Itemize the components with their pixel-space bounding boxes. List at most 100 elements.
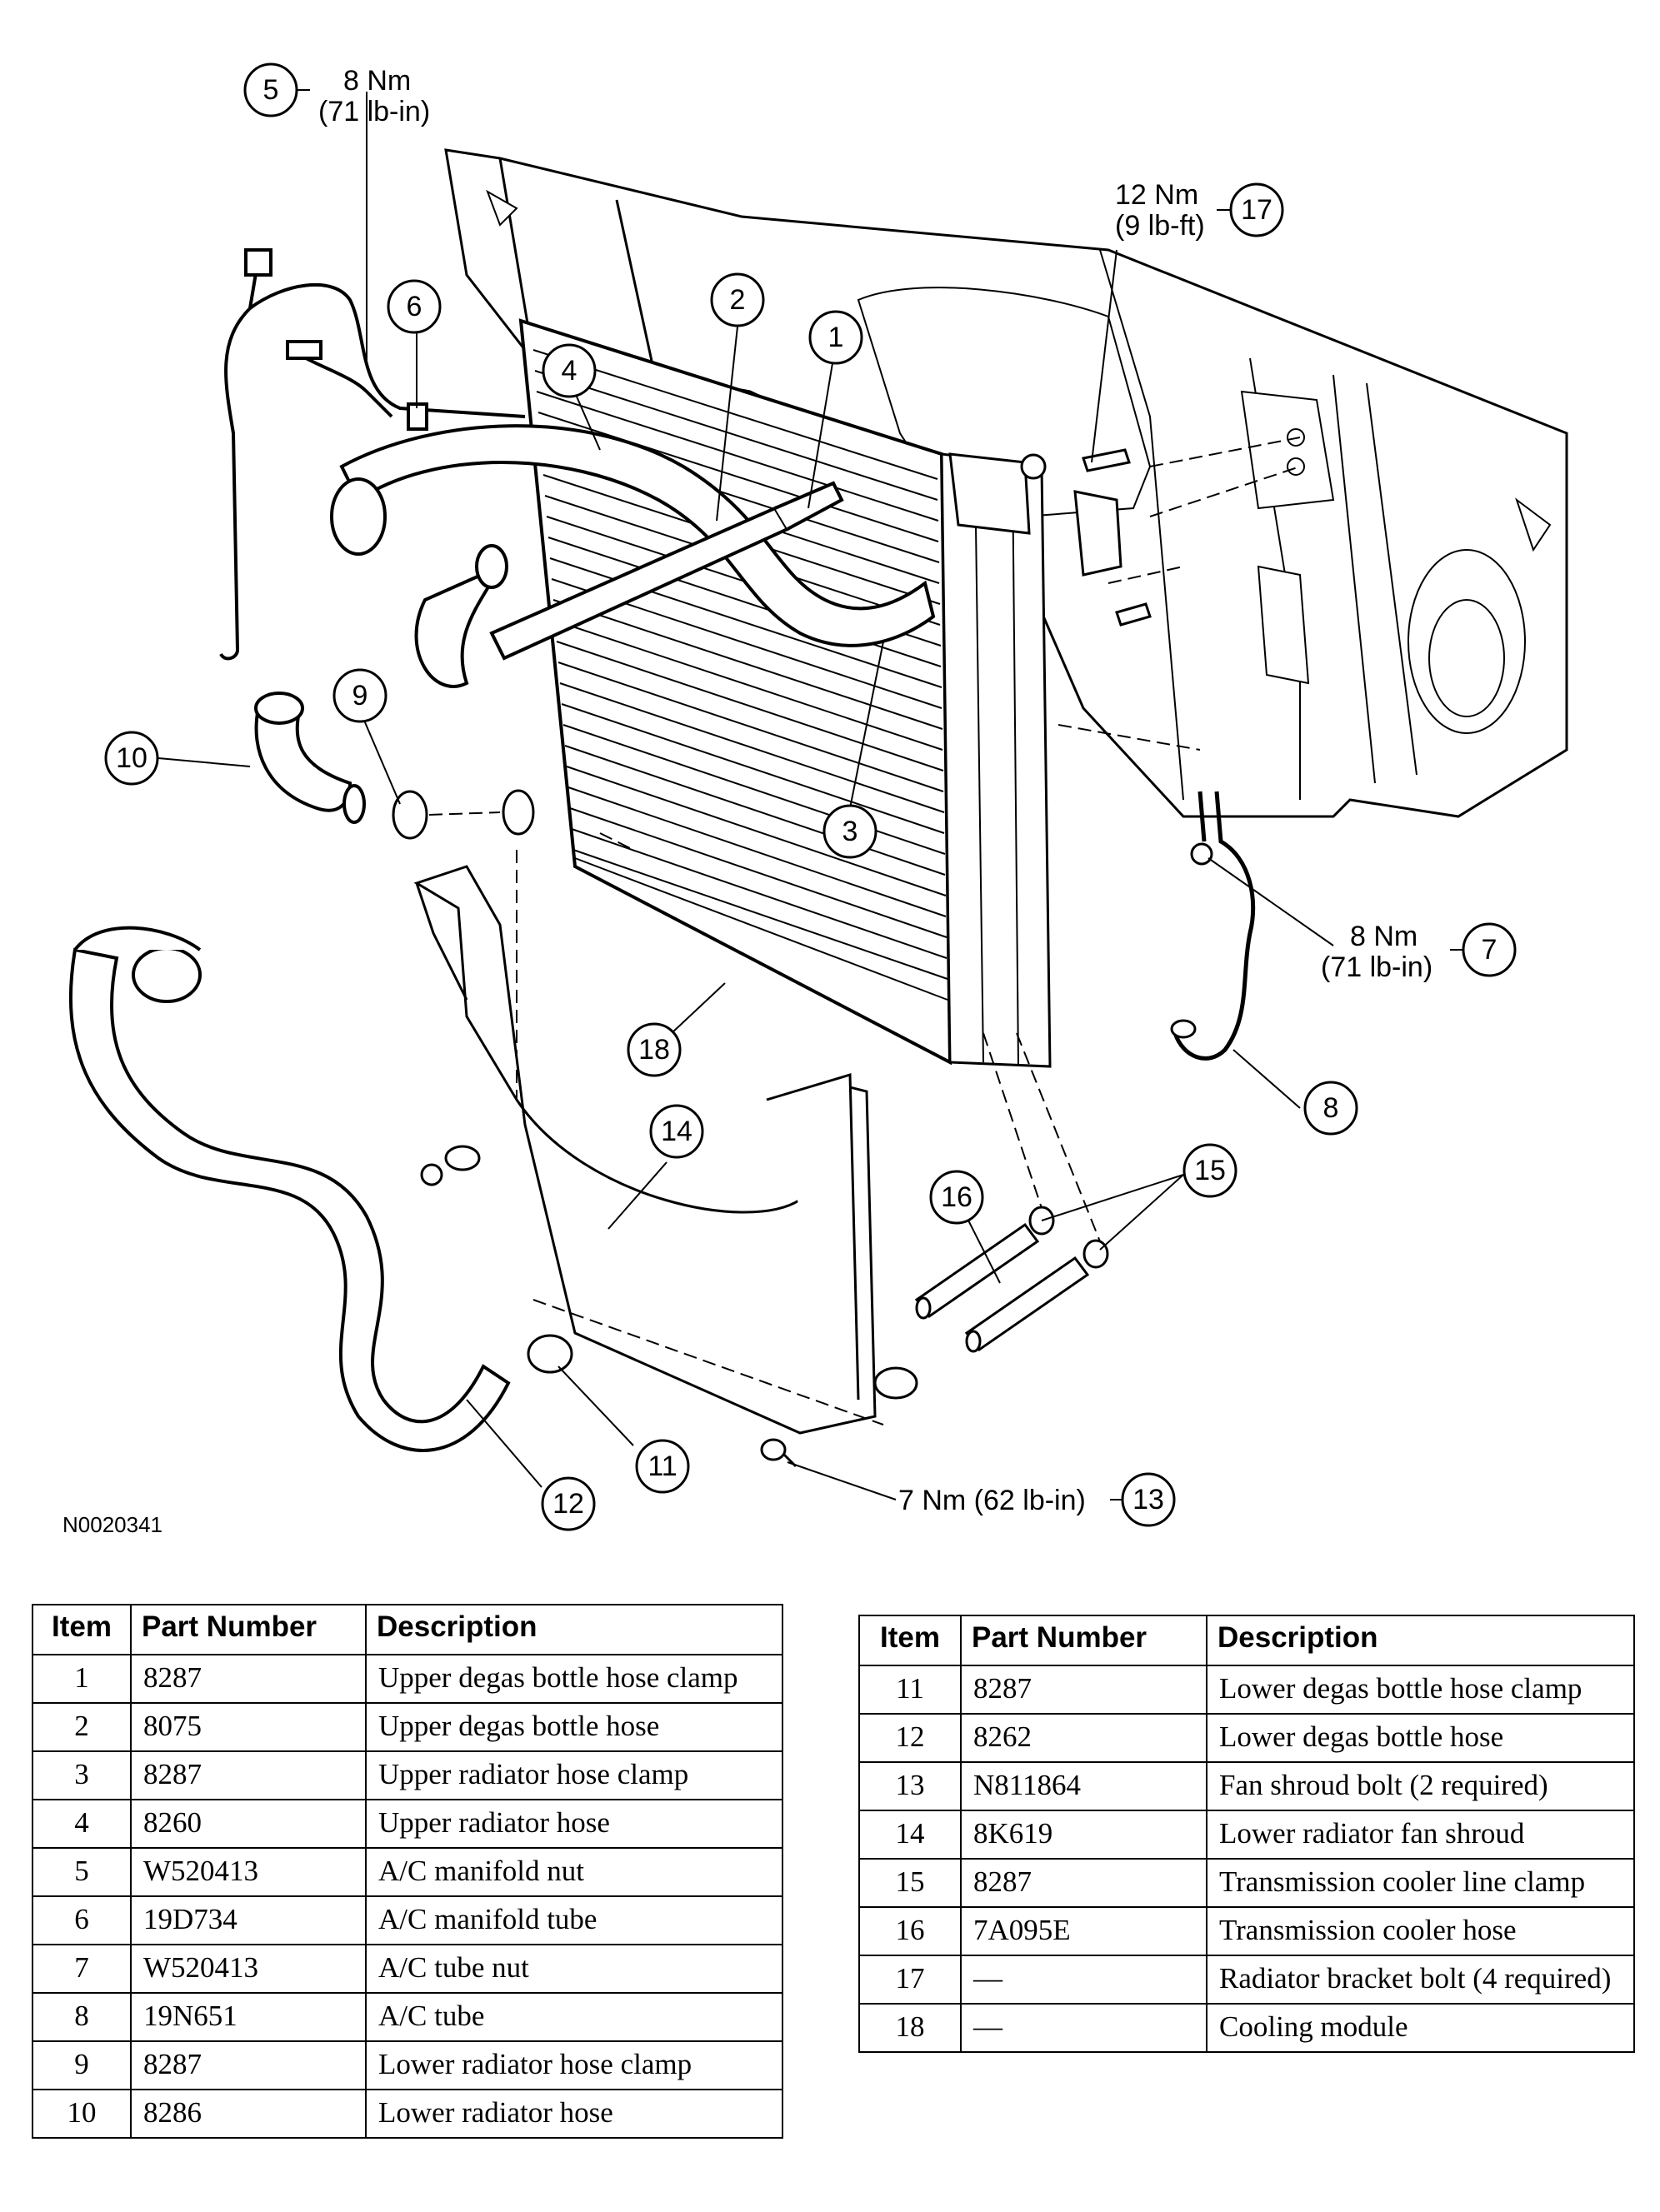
cell-description: Upper radiator hose xyxy=(365,1799,783,1849)
callout-6: 6 xyxy=(387,279,442,334)
ac-tube xyxy=(1170,791,1256,1061)
svg-text:15: 15 xyxy=(1194,1155,1226,1186)
torque-item17-nm: 12 Nm xyxy=(1115,179,1198,211)
cell-part-number: — xyxy=(960,2003,1208,2053)
cell-description: Lower degas bottle hose xyxy=(1206,1713,1635,1763)
cell-part-number: 8287 xyxy=(130,2040,367,2090)
table-header-row: Item Part Number Description xyxy=(32,1604,783,1655)
cell-item: 4 xyxy=(32,1799,132,1849)
svg-text:8: 8 xyxy=(1323,1092,1339,1124)
cooling-module-exploded-diagram: 5 6 4 2 1 17 9 10 3 7 18 xyxy=(68,62,1568,1531)
callout-10: 10 xyxy=(104,731,159,786)
figure-code: N0020341 xyxy=(62,1512,162,1537)
cell-part-number: 19N651 xyxy=(130,1992,367,2042)
callout-16: 16 xyxy=(929,1170,984,1225)
cell-item: 18 xyxy=(858,2003,962,2053)
cell-item: 10 xyxy=(32,2089,132,2139)
cell-item: 8 xyxy=(32,1992,132,2042)
lower-degas-bottle-hose-clamp xyxy=(527,1334,573,1374)
callout-9: 9 xyxy=(332,668,388,723)
torque-item5-lbin: (71 lb-in) xyxy=(318,96,430,127)
radiator-inlet-hose xyxy=(414,544,508,688)
svg-text:1: 1 xyxy=(828,322,844,353)
upper-radiator-hose xyxy=(330,424,936,647)
cell-description: Upper degas bottle hose clamp xyxy=(365,1654,783,1704)
cell-part-number: W520413 xyxy=(130,1944,367,1994)
cell-part-number: 8287 xyxy=(960,1858,1208,1908)
callout-2: 2 xyxy=(710,272,765,327)
cell-part-number: 8262 xyxy=(960,1713,1208,1763)
cell-part-number: — xyxy=(960,1955,1208,2005)
torque-item5-nm: 8 Nm xyxy=(343,65,411,97)
cell-part-number: 8286 xyxy=(130,2089,367,2139)
cell-item: 2 xyxy=(32,1702,132,1752)
svg-text:14: 14 xyxy=(661,1116,692,1147)
svg-text:11: 11 xyxy=(648,1451,677,1482)
cell-description: Fan shroud bolt (2 required) xyxy=(1206,1761,1635,1811)
torque-item7-lbin: (71 lb-in) xyxy=(1321,951,1432,983)
cell-description: Lower radiator hose xyxy=(365,2089,783,2139)
svg-text:18: 18 xyxy=(638,1034,670,1066)
cell-part-number: 7A095E xyxy=(960,1906,1208,1956)
callout-17: 17 xyxy=(1217,182,1284,237)
cell-item: 13 xyxy=(858,1761,962,1811)
header-description: Description xyxy=(365,1604,783,1655)
callout-3: 3 xyxy=(822,804,878,859)
svg-text:6: 6 xyxy=(407,291,422,322)
callout-5: 5 xyxy=(243,62,310,117)
cell-description: Lower radiator hose clamp xyxy=(365,2040,783,2090)
callout-7: 7 xyxy=(1450,922,1517,977)
header-part-number: Part Number xyxy=(960,1615,1208,1666)
header-description: Description xyxy=(1206,1615,1635,1666)
svg-text:5: 5 xyxy=(263,74,279,106)
cell-description: Lower radiator fan shroud xyxy=(1206,1810,1635,1860)
cell-description: A/C manifold nut xyxy=(365,1847,783,1897)
cell-description: Cooling module xyxy=(1206,2003,1635,2053)
callout-15: 15 xyxy=(1182,1143,1238,1198)
callout-14: 14 xyxy=(649,1104,704,1159)
callout-18: 18 xyxy=(627,1022,682,1077)
cell-part-number: W520413 xyxy=(130,1847,367,1897)
ac-tube-nut xyxy=(1190,842,1213,866)
svg-text:7: 7 xyxy=(1482,934,1498,966)
svg-text:17: 17 xyxy=(1241,194,1272,226)
cell-item: 14 xyxy=(858,1810,962,1860)
cell-item: 17 xyxy=(858,1955,962,2005)
cell-description: Upper degas bottle hose xyxy=(365,1702,783,1752)
torque-item13: 7 Nm (62 lb-in) xyxy=(898,1485,1086,1516)
cell-item: 12 xyxy=(858,1713,962,1763)
radiator-bracket-bolt xyxy=(1082,448,1152,627)
cell-description: Upper radiator hose clamp xyxy=(365,1750,783,1800)
lower-radiator-fan-shroud xyxy=(413,865,918,1435)
cell-item: 1 xyxy=(32,1654,132,1704)
cell-part-number: 8287 xyxy=(130,1654,367,1704)
cell-part-number: 8K619 xyxy=(960,1810,1208,1860)
cell-part-number: 8287 xyxy=(130,1750,367,1800)
cell-item: 5 xyxy=(32,1847,132,1897)
cell-description: Lower degas bottle hose clamp xyxy=(1206,1665,1635,1715)
torque-item7-nm: 8 Nm xyxy=(1350,921,1418,952)
transmission-cooler-line-clamp xyxy=(1028,1206,1109,1269)
cell-item: 7 xyxy=(32,1944,132,1994)
callout-12: 12 xyxy=(541,1476,596,1531)
svg-text:9: 9 xyxy=(352,680,368,712)
torque-item17-lbft: (9 lb-ft) xyxy=(1115,210,1205,242)
cell-description: A/C tube xyxy=(365,1992,783,2042)
callout-4: 4 xyxy=(542,343,597,398)
cell-item: 3 xyxy=(32,1750,132,1800)
header-item: Item xyxy=(32,1604,132,1655)
cell-part-number: 8260 xyxy=(130,1799,367,1849)
